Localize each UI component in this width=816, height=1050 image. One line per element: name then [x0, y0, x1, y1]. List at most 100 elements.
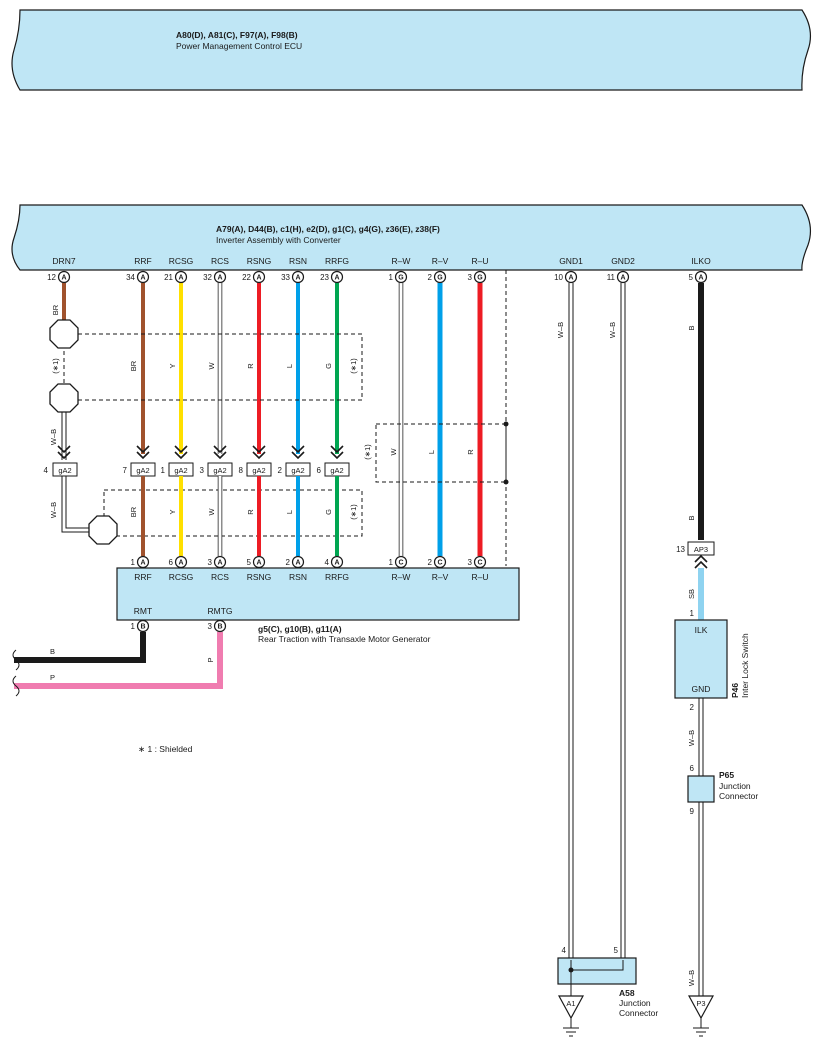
- motor-pin-name-rrf: RRF: [134, 572, 151, 582]
- lower-wires: [61, 476, 339, 556]
- ga2-connectors: gA2 gA2 gA2 gA2 gA2 gA2 gA2 4 7 1 3 8 2 …: [44, 462, 350, 477]
- motor-top-pin-6-circle: [394, 555, 408, 569]
- motor-top-pin-7-circle: [433, 555, 447, 569]
- shield-dot-2: [503, 479, 509, 485]
- pin-name-gnd1: GND1: [559, 256, 583, 266]
- inverter-pin-10-number: 10: [554, 273, 563, 282]
- motor-pin-name-rmtg: RMTG: [207, 606, 232, 616]
- chevron-rsn: [291, 445, 305, 460]
- a58-code: A58: [619, 988, 635, 998]
- inverter-pin-7-connector: G: [398, 275, 404, 282]
- ground-p3-triangle: [687, 995, 715, 1020]
- motor-top-pin-3-connector: A: [256, 560, 261, 567]
- motor-pin-name-rsn: RSN: [289, 572, 307, 582]
- shield-mark-4: (∗1): [349, 504, 358, 520]
- a58-num-right: 5: [614, 946, 619, 955]
- interlock-pin-gnd: GND: [692, 684, 711, 694]
- motor-bottom-pin-1-circle: [213, 619, 227, 633]
- inverter-pin-7-number: 1: [389, 273, 394, 282]
- inverter-pin-0-circle: [57, 270, 71, 284]
- pin-name-gnd2: GND2: [611, 256, 635, 266]
- pin-name-ilko: ILKO: [691, 256, 711, 266]
- pin-name-r-v: R–V: [432, 256, 449, 266]
- wire-label-rsn: L: [285, 364, 294, 368]
- inverter-pin-5-connector: A: [295, 275, 300, 282]
- wire-label-rcs-lower: W: [207, 508, 216, 516]
- ap3-box: [687, 541, 715, 556]
- break-mark-rmtg: [12, 675, 20, 697]
- motor-bottom-pin-0-connector: B: [140, 624, 145, 631]
- interlock-code: P46: [730, 683, 740, 698]
- wire-label-rcsg-lower: Y: [168, 509, 177, 514]
- ground-p3: P3: [687, 995, 715, 1037]
- inverter-pin-4-number: 22: [242, 273, 251, 282]
- ga2-label-drain: gA2: [58, 466, 71, 475]
- chevron-drain: [57, 445, 71, 460]
- ga2-pin-rcsg: 1: [161, 466, 166, 475]
- octagon-2: [49, 383, 79, 413]
- ga2-pin-rcs: 3: [200, 466, 205, 475]
- wire-label-r-u: R: [466, 449, 475, 455]
- motor-top-pin-5-circle: [330, 555, 344, 569]
- inverter-pin-0-connector: A: [61, 275, 66, 282]
- wire-label-gnd1: W–B: [556, 322, 565, 338]
- inverter-pin-8-circle: [433, 270, 447, 284]
- interlock-num-bottom: 2: [690, 703, 695, 712]
- wire-label-rsng: R: [246, 363, 255, 369]
- motor-top-pin-1-connector: A: [178, 560, 183, 567]
- upper-wires: [61, 283, 704, 960]
- pin-name-rrfg: RRFG: [325, 256, 349, 266]
- shield-boxes: [63, 270, 507, 566]
- inverter-pin-1-circle: [136, 270, 150, 284]
- motor-top-pin-1-circle: [174, 555, 188, 569]
- octagon-1: [49, 319, 79, 349]
- ga2-label-rsn: gA2: [291, 466, 304, 475]
- ecu-box: [11, 9, 812, 91]
- inverter-pin-3-circle: [213, 270, 227, 284]
- shield-box-3: [375, 423, 507, 483]
- motor-top-pin-0-number: 1: [131, 558, 136, 567]
- wire-label-drn7: BR: [51, 304, 60, 315]
- motor-top-pin-8-number: 3: [468, 558, 473, 567]
- ga2-label-rcs: gA2: [213, 466, 226, 475]
- inverter-pin-8-number: 2: [428, 273, 433, 282]
- motor-bottom-pin-1-connector: B: [217, 624, 222, 631]
- chevron-rsng: [252, 445, 266, 460]
- inverter-pin-12-connector: A: [698, 275, 703, 282]
- break-mark-rmt: [12, 649, 20, 671]
- inverter-pin-12-number: 5: [689, 273, 694, 282]
- a58-name-1: Junction: [619, 998, 651, 1008]
- interlock-name: Inter Lock Switch: [740, 633, 750, 698]
- ga2-pin-rsn: 2: [278, 466, 283, 475]
- ecu-codes: A80(D), A81(C), F97(A), F98(B): [176, 30, 298, 40]
- inverter-pin-2-connector: A: [178, 275, 183, 282]
- chevron-rcsg: [174, 445, 188, 460]
- pin-name-rrf: RRF: [134, 256, 151, 266]
- motor-pin-name-rmt: RMT: [134, 606, 152, 616]
- motor-pin-name-rrfg: RRFG: [325, 572, 349, 582]
- shield-dot: [503, 421, 509, 427]
- inverter-pin-11-number: 11: [607, 273, 616, 282]
- shield-mark-labels: (∗1) (∗1) (∗1) (∗1): [51, 358, 372, 520]
- motor-pin-name-r-u: R–U: [471, 572, 488, 582]
- inverter-pin-6-number: 23: [320, 273, 329, 282]
- ga2-label-rrfg: gA2: [330, 466, 343, 475]
- wire-label-rrf-lower: BR: [129, 506, 138, 517]
- pin-name-rsng: RSNG: [247, 256, 272, 266]
- ecu-name: Power Management Control ECU: [176, 41, 302, 51]
- inverter-pin-11-circle: [616, 270, 630, 284]
- motor-bottom-pin-1-number: 3: [208, 622, 213, 631]
- p65-name-2: Connector: [719, 791, 758, 801]
- motor-pin-name-rsng: RSNG: [247, 572, 272, 582]
- pin-name-r-u: R–U: [471, 256, 488, 266]
- inverter-pin-4-connector: A: [256, 275, 261, 282]
- shield-mark-1: (∗1): [51, 358, 60, 374]
- wire-label-rmtg: P: [50, 673, 55, 682]
- motor-top-pin-0-connector: A: [140, 560, 145, 567]
- motor-codes: g5(C), g10(B), g11(A): [258, 624, 342, 634]
- pin-name-rcs: RCS: [211, 256, 229, 266]
- pin-name-r-w: R–W: [392, 256, 411, 266]
- ap3-label: AP3: [694, 545, 708, 554]
- ground-a1-triangle: [557, 995, 585, 1020]
